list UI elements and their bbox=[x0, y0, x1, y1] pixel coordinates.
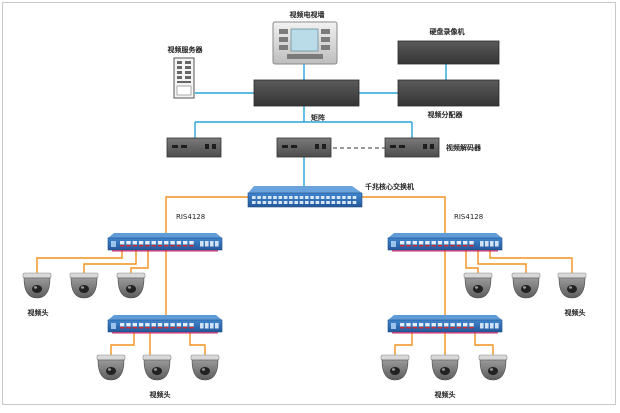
blue-cables bbox=[194, 64, 447, 186]
label-matrix: 矩阵 bbox=[311, 113, 325, 122]
label-video-server: 视频服务器 bbox=[168, 45, 204, 54]
video-decoder-2 bbox=[276, 137, 332, 158]
cable-r1-cam3 bbox=[489, 250, 573, 273]
dvr-device bbox=[397, 40, 500, 65]
label-ris-left: RIS4128 bbox=[176, 213, 205, 221]
cable-l1-cam1 bbox=[36, 250, 123, 273]
cable-r1-cam2 bbox=[477, 250, 527, 273]
cable-core-to-left-ris bbox=[165, 196, 248, 233]
camera-l1-1 bbox=[22, 272, 52, 299]
camera-r1-1 bbox=[463, 272, 493, 299]
camera-l2-1 bbox=[96, 354, 126, 381]
camera-r2-3 bbox=[478, 354, 508, 381]
cable-r1-cam1 bbox=[465, 250, 479, 273]
camera-l2-3 bbox=[190, 354, 220, 381]
camera-r1-2 bbox=[511, 272, 541, 299]
camera-label-left-upper: 视频头 bbox=[28, 308, 49, 317]
cable-r2-cam3 bbox=[474, 333, 494, 355]
cable-l1-cam3 bbox=[130, 250, 149, 273]
cable-l2-cam1 bbox=[110, 333, 135, 355]
label-core-switch: 千兆核心交换机 bbox=[365, 182, 414, 191]
orange-cables bbox=[36, 196, 573, 355]
video-server-device bbox=[173, 57, 195, 99]
ris-switch-left-lower bbox=[107, 315, 223, 334]
matrix-device bbox=[253, 79, 360, 107]
video-distributor-device bbox=[397, 79, 500, 107]
cable-l1-cam2 bbox=[83, 250, 137, 273]
video-wall-device bbox=[272, 21, 338, 65]
video-decoder-3 bbox=[384, 137, 440, 158]
camera-l2-2 bbox=[142, 354, 172, 381]
label-ris-right: RIS4128 bbox=[454, 213, 483, 221]
cable-l2-cam3 bbox=[189, 333, 206, 355]
camera-r2-2 bbox=[430, 354, 460, 381]
camera-label-left-lower: 视频头 bbox=[150, 390, 171, 399]
label-video-decoder: 视频解码器 bbox=[446, 143, 482, 152]
ris-switch-right-upper bbox=[387, 233, 503, 252]
cable-core-to-right-ris bbox=[362, 196, 446, 233]
label-video-wall: 视频电视墙 bbox=[290, 10, 325, 19]
video-decoder-1 bbox=[166, 137, 222, 158]
camera-l1-2 bbox=[69, 272, 99, 299]
cable-r2-cam1 bbox=[394, 333, 413, 355]
camera-label-right-upper: 视频头 bbox=[565, 308, 586, 317]
label-dvr: 硬盘录像机 bbox=[430, 27, 465, 36]
camera-l1-3 bbox=[116, 272, 146, 299]
ris-switch-right-lower bbox=[387, 315, 503, 334]
ris-switch-left-upper bbox=[107, 233, 223, 252]
camera-label-right-lower: 视频头 bbox=[435, 390, 456, 399]
camera-r2-1 bbox=[380, 354, 410, 381]
camera-r1-3 bbox=[557, 272, 587, 299]
core-switch-device bbox=[247, 186, 363, 208]
label-video-distributor: 视频分配器 bbox=[428, 110, 464, 119]
